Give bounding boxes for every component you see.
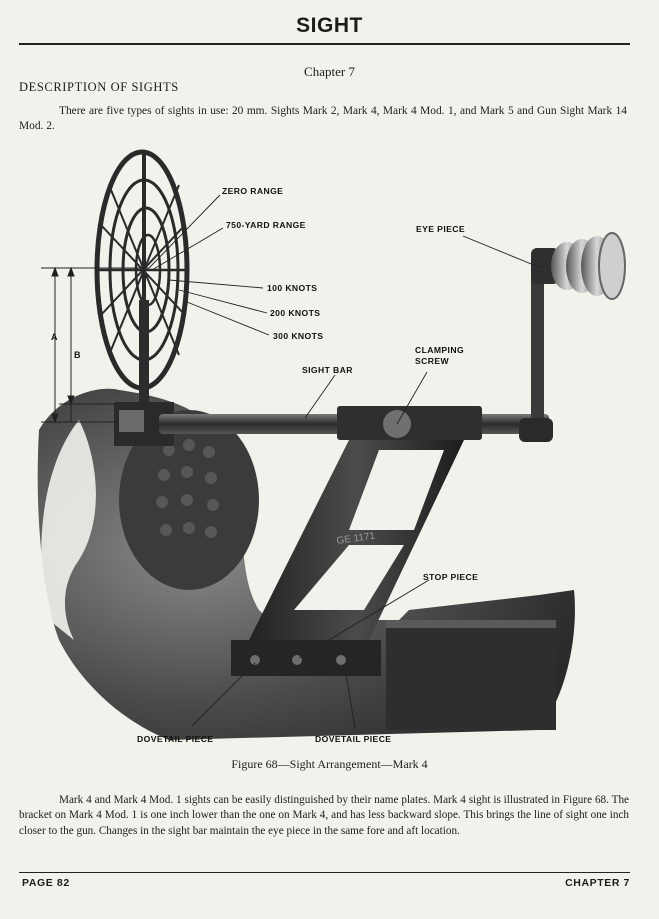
leader-lines bbox=[148, 194, 542, 729]
rear-knob bbox=[519, 418, 553, 442]
body-paragraph: Mark 4 and Mark 4 Mod. 1 sights can be e… bbox=[19, 794, 629, 837]
label-300-knots: 300 KNOTS bbox=[273, 331, 324, 341]
label-zero-range: ZERO RANGE bbox=[222, 186, 284, 196]
dimension-lines bbox=[41, 266, 149, 424]
intro-paragraph: There are five types of sights in use: 2… bbox=[19, 105, 627, 132]
label-dim-b: B bbox=[74, 350, 81, 360]
casting-mark: GE 1171 bbox=[336, 531, 376, 547]
gun-highlight bbox=[41, 420, 96, 640]
label-750-yard-range: 750-YARD RANGE bbox=[226, 220, 306, 230]
figure-68: GE 1171 ZERO RANGE 750-YARD RANGE EYE PI… bbox=[19, 140, 639, 752]
section-heading: DESCRIPTION OF SIGHTS bbox=[19, 80, 179, 94]
sight-illustration: GE 1171 bbox=[37, 149, 626, 740]
label-clamping: CLAMPING bbox=[415, 345, 465, 355]
chapter-label: Chapter 7 bbox=[304, 64, 355, 79]
label-100-knots: 100 KNOTS bbox=[267, 283, 318, 293]
sight-post bbox=[139, 300, 149, 410]
footer-rule bbox=[19, 872, 630, 873]
label-200-knots: 200 KNOTS bbox=[270, 308, 321, 318]
mount-box bbox=[386, 620, 556, 730]
page-header-title: SIGHT bbox=[296, 14, 363, 37]
label-dovetail-left: DOVETAIL PIECE bbox=[137, 734, 214, 744]
bracket-window-lower bbox=[294, 545, 404, 610]
bracket-window-upper bbox=[349, 450, 444, 530]
label-sight-bar: SIGHT BAR bbox=[302, 365, 353, 375]
label-eye-piece: EYE PIECE bbox=[416, 224, 465, 234]
label-screw: SCREW bbox=[415, 356, 449, 366]
label-stop-piece: STOP PIECE bbox=[423, 572, 479, 582]
eye-piece-cup bbox=[551, 232, 626, 300]
label-dovetail-right: DOVETAIL PIECE bbox=[315, 734, 392, 744]
footer-chapter: CHAPTER 7 bbox=[565, 877, 630, 889]
figure-caption: Figure 68—Sight Arrangement—Mark 4 bbox=[231, 757, 428, 771]
eye-piece-column bbox=[531, 262, 544, 420]
footer-page-number: PAGE 82 bbox=[22, 877, 70, 889]
header-rule bbox=[19, 43, 630, 45]
label-dim-a: A bbox=[51, 332, 58, 342]
drum-holes bbox=[156, 439, 219, 538]
